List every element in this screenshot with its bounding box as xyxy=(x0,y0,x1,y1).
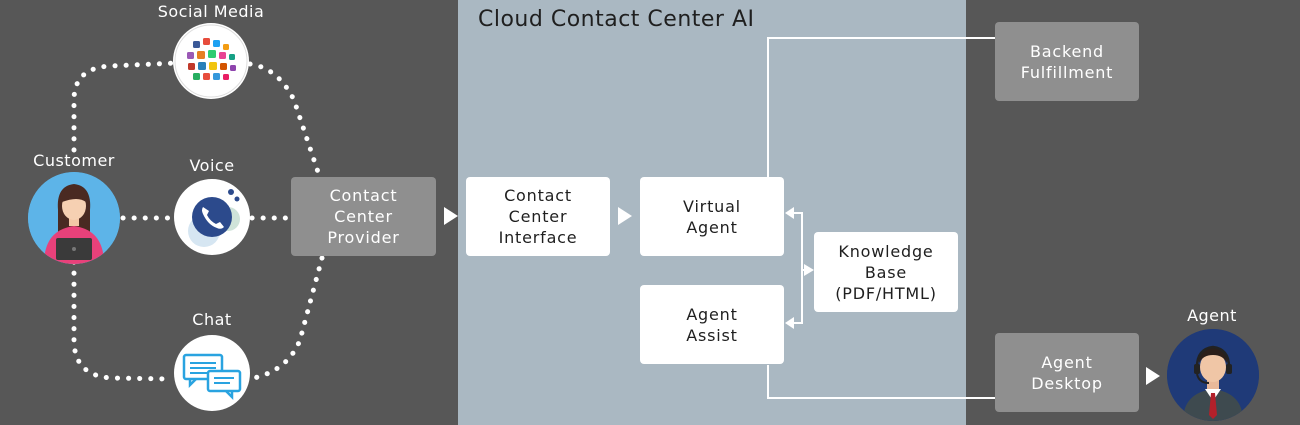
label-chat: Chat xyxy=(192,310,232,329)
customer-avatar-icon xyxy=(28,172,120,264)
social-media-icon xyxy=(173,23,249,99)
backend-fulfillment-box[interactable]: Backend Fulfillment xyxy=(995,22,1139,101)
agent-desktop-box[interactable]: Agent Desktop xyxy=(995,333,1139,412)
arrow-provider-to-interface xyxy=(444,207,458,225)
label-customer: Customer xyxy=(33,151,115,170)
panel-title: Cloud Contact Center AI xyxy=(478,7,755,32)
label-agent: Agent xyxy=(1187,306,1237,325)
arrow-desktop-to-agent xyxy=(1146,367,1160,385)
line-assist-desktop xyxy=(767,365,995,399)
agent-assist-box[interactable]: Agent Assist xyxy=(640,285,784,364)
voice-phone-icon xyxy=(174,179,250,255)
arrow-interface-to-virtual-agent xyxy=(618,207,632,225)
virtual-agent-box[interactable]: Virtual Agent xyxy=(640,177,784,256)
knowledge-base-box[interactable]: Knowledge Base (PDF/HTML) xyxy=(814,232,958,312)
arrowhead-to-virtual-agent xyxy=(785,207,794,219)
label-social-media: Social Media xyxy=(157,2,265,21)
contact-center-interface-box[interactable]: Contact Center Interface xyxy=(466,177,610,256)
line-virtual-backend xyxy=(767,37,995,177)
label-voice: Voice xyxy=(189,156,235,175)
bracket-knowledge xyxy=(790,212,803,324)
dotted-path-social-provider xyxy=(247,61,321,175)
arrowhead-from-knowledge xyxy=(804,264,814,276)
dotted-path-provider-chat xyxy=(251,255,325,381)
dotted-path-customer-social xyxy=(71,60,179,153)
agent-avatar-icon xyxy=(1167,329,1259,421)
dotted-path-customer-chat xyxy=(71,259,173,382)
contact-center-provider-box[interactable]: Contact Center Provider xyxy=(291,177,436,256)
arrowhead-to-agent-assist xyxy=(785,317,794,329)
chat-bubbles-icon xyxy=(174,335,250,411)
